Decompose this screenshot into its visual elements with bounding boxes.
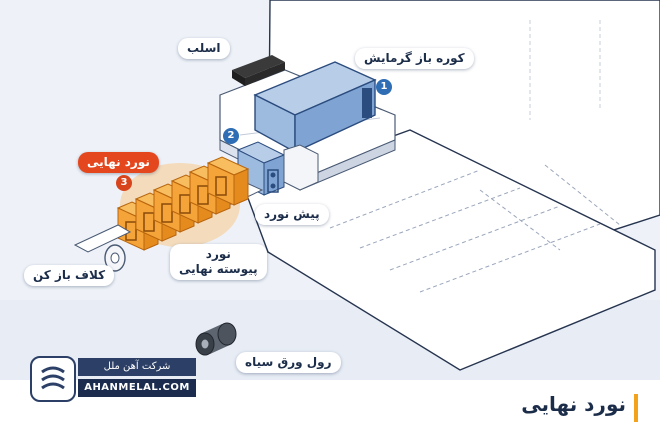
reheating-furnace-label: کوره باز گرمایش (355, 48, 474, 69)
slab (232, 55, 285, 86)
factory-floor-grid (244, 0, 660, 371)
company-name: شرکت آهن ملل (78, 358, 196, 376)
roughing-mill (236, 141, 319, 196)
step-badge-2: 2 (223, 128, 239, 144)
company-logo (30, 356, 76, 402)
roughing-mill-label: پیش نورد (255, 204, 329, 225)
step-badge-1: 1 (376, 79, 392, 95)
continuous-finishing-mill-label-line1: نورد (205, 247, 231, 261)
black-sheet-roll-label: رول ورق سیاه (236, 352, 341, 373)
brand-block: شرکت آهن ملل AHANMELAL.COM (30, 352, 200, 404)
title-accent-bar (634, 394, 638, 422)
slab-label: اسلب (178, 38, 230, 59)
page-title: نورد نهایی (521, 392, 626, 416)
finishing-mill-label: نورد نهایی (78, 152, 159, 173)
black-sheet-roll (195, 322, 237, 356)
finishing-mill-stands (116, 156, 250, 251)
continuous-finishing-mill-label: نورد پیوسته نهایی (170, 244, 267, 280)
reheating-furnace (253, 61, 377, 154)
coiler-label: کلاف باز کن (24, 265, 115, 286)
output-strip (73, 224, 132, 253)
step-badge-3: 3 (116, 175, 132, 191)
continuous-finishing-mill-label-line2: پیوسته نهایی (179, 262, 258, 276)
company-website[interactable]: AHANMELAL.COM (78, 379, 196, 397)
coiler (104, 244, 126, 272)
logo-mark-icon (41, 366, 65, 390)
finishing-stand (206, 156, 250, 206)
